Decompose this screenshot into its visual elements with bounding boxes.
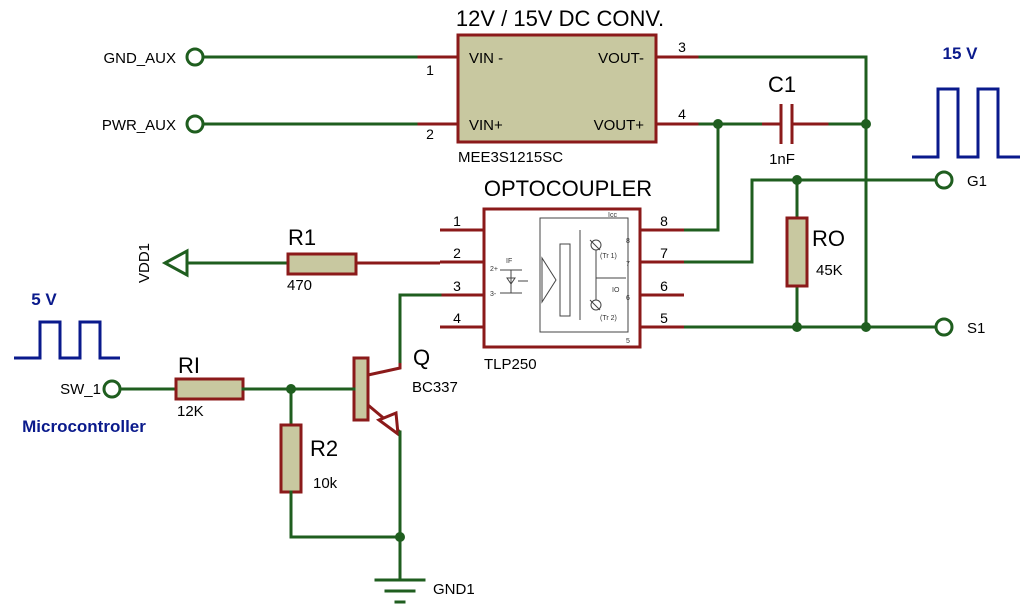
junction-ro-s1 [792, 322, 802, 332]
capacitor-c1: C1 1nF [698, 72, 868, 168]
opto-internal-n5: 5 [626, 338, 630, 345]
opto-internal-tr2: (Tr 2) [600, 315, 617, 322]
converter-pin-3-number: 3 [678, 39, 686, 55]
r1-resistor-body [286, 252, 358, 276]
r1-resistor-section: VDD1 R1 470 [136, 225, 440, 294]
opto-internal-if: IF [506, 258, 512, 265]
opto-pin-3-number: 3 [453, 278, 461, 294]
r2-reference: R2 [310, 436, 338, 461]
opto-internal-amplifier [541, 256, 557, 304]
opto-pin-8-number: 8 [660, 213, 668, 229]
pwr-aux-terminal [185, 114, 205, 134]
gnd-aux-terminal [185, 47, 205, 67]
vdd-arrow [161, 248, 189, 278]
ro-value: 45K [816, 262, 843, 279]
emitter-arrow [375, 410, 400, 438]
gnd-aux-label: GND_AUX [103, 50, 176, 67]
input-section: SW_1 RI 12K R2 10k [60, 353, 405, 542]
opto-pin-2-number: 2 [453, 245, 461, 261]
opto-internal-n7: 7 [626, 261, 630, 268]
transistor-reference: Q [413, 345, 430, 370]
converter-part-number: MEE3S1215SC [458, 149, 563, 166]
sw1-label: SW_1 [60, 381, 101, 398]
converter-vin-plus-label: VIN+ [469, 117, 503, 134]
junction-c1-ground [861, 119, 871, 129]
opto-internal-icc: Icc [608, 212, 617, 219]
s1-terminal [934, 317, 954, 337]
converter-pin-4-number: 4 [678, 106, 686, 122]
converter-body [456, 33, 658, 144]
pulse-15v-waveform [912, 87, 1020, 159]
sw1-terminal [102, 379, 122, 399]
left-voltage-label: 5 V [31, 290, 57, 309]
opto-internal-n6: 6 [626, 295, 630, 302]
optocoupler: OPTOCOUPLER 1 2 3 4 8 7 6 5 TLP250 [440, 176, 684, 373]
optocoupler-title: OPTOCOUPLER [484, 176, 652, 201]
opto-pin-7-number: 7 [660, 245, 668, 261]
g1-terminal [934, 170, 954, 190]
vdd-label: VDD1 [136, 243, 153, 283]
opto-pin-4-number: 4 [453, 310, 461, 326]
optocoupler-part-number: TLP250 [484, 356, 537, 373]
pulse-5v-waveform [14, 320, 120, 360]
g1-label: G1 [967, 173, 987, 190]
r1-reference: R1 [288, 225, 316, 250]
ri-value: 12K [177, 403, 204, 420]
junction-vout-plus [713, 119, 723, 129]
opto-internal-frame [539, 217, 629, 333]
aux-inputs: GND_AUX PWR_AUX [102, 47, 418, 134]
pulse-15v: 15 V [912, 44, 1020, 159]
opto-internal-receiver [559, 243, 571, 317]
r2-value: 10k [313, 475, 338, 492]
right-voltage-label: 15 V [943, 44, 979, 63]
opto-internal-led [506, 277, 516, 285]
opto-pin-1-number: 1 [453, 213, 461, 229]
ground-symbol: GND1 [374, 578, 475, 604]
c1-value: 1nF [769, 151, 795, 168]
pin3-collector-wire [398, 293, 442, 365]
converter-pin-1-number: 1 [426, 62, 434, 78]
pulse-5v: 5 V Microcontroller [14, 290, 146, 436]
dc-converter: 12V / 15V DC CONV. 1 2 3 4 VIN - VIN+ VO… [416, 6, 700, 166]
ri-reference: RI [178, 353, 200, 378]
pwr-aux-label: PWR_AUX [102, 117, 176, 134]
microcontroller-label: Microcontroller [22, 417, 146, 436]
r2-resistor-body [279, 423, 303, 494]
opto-pin-6-number: 6 [660, 278, 668, 294]
opto-internal-io: IO [612, 287, 620, 294]
opto-internal-3minus: 3- [490, 291, 497, 298]
junction-ground-s1 [861, 322, 871, 332]
ri-resistor-body [174, 377, 245, 401]
junction-ground [395, 532, 405, 542]
transistor-part: BC337 [412, 379, 458, 396]
c1-reference: C1 [768, 72, 796, 97]
junction-g1 [792, 175, 802, 185]
output-wiring: RO 45K G1 S1 [682, 55, 987, 337]
r1-value: 470 [287, 277, 312, 294]
transistor-q: Q BC337 [352, 293, 458, 582]
r2-to-ground-wire [289, 490, 402, 539]
ro-reference: RO [812, 226, 845, 251]
opto-pin-5-number: 5 [660, 310, 668, 326]
collector-lead [367, 363, 402, 377]
converter-vout-minus-label: VOUT- [598, 50, 644, 67]
converter-vin-minus-label: VIN - [469, 50, 503, 67]
ground-label: GND1 [433, 581, 475, 598]
converter-pin-2-number: 2 [426, 126, 434, 142]
converter-vout-plus-label: VOUT+ [594, 117, 645, 134]
s1-label: S1 [967, 320, 985, 337]
opto-internal-n8: 8 [626, 238, 630, 245]
opto-internal-tr1: (Tr 1) [600, 253, 617, 260]
transistor-base-bar [352, 356, 370, 422]
ro-resistor-body [785, 216, 809, 288]
optocoupler-internal-diagram: Icc IF 2+ 3- (Tr 1) (Tr 2) IO 8 7 6 5 [490, 212, 630, 345]
converter-title: 12V / 15V DC CONV. [456, 6, 664, 31]
opto-internal-2plus: 2+ [490, 266, 498, 273]
